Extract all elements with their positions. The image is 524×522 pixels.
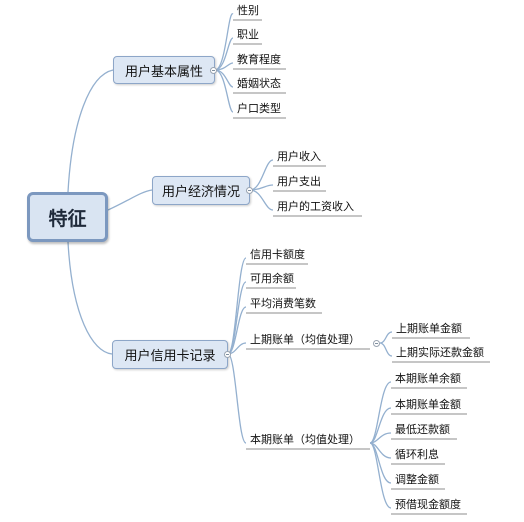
leaf-last-bill-amount[interactable]: 上期账单金额 <box>396 322 462 335</box>
leaf-last-actual-repayment[interactable]: 上期实际还款金额 <box>396 346 484 359</box>
leaf-marital-status[interactable]: 婚姻状态 <box>237 77 281 90</box>
edge-root-basic <box>67 69 114 193</box>
leaf-available-balance[interactable]: 可用余额 <box>250 272 294 285</box>
leaf-min-repayment[interactable]: 最低还款额 <box>395 423 450 436</box>
leaf-user-income[interactable]: 用户收入 <box>277 150 321 163</box>
leaf-cash-advance-limit[interactable]: 预借现金额度 <box>395 498 461 511</box>
collapse-toggle-icon[interactable] <box>246 187 253 194</box>
leaf-gender[interactable]: 性别 <box>237 4 259 17</box>
root-node[interactable]: 特征 <box>27 192 108 242</box>
leaf-this-bill-balance[interactable]: 本期账单余额 <box>395 372 461 385</box>
collapse-toggle-icon[interactable] <box>224 351 231 358</box>
leaf-credit-limit[interactable]: 信用卡额度 <box>250 248 305 261</box>
leaf-user-expense[interactable]: 用户支出 <box>277 175 321 188</box>
leaf-user-salary[interactable]: 用户的工资收入 <box>277 200 354 213</box>
leaf-last-bill[interactable]: 上期账单（均值处理） <box>250 333 360 346</box>
leaf-revolving-interest[interactable]: 循环利息 <box>395 448 439 461</box>
edge-root-credit <box>67 241 113 355</box>
leaf-education[interactable]: 教育程度 <box>237 53 281 66</box>
branch-basic-attributes[interactable]: 用户基本属性 <box>113 56 215 84</box>
leaf-avg-transactions[interactable]: 平均消费笔数 <box>250 297 316 310</box>
collapse-toggle-icon[interactable] <box>373 340 380 347</box>
branch-economic-status[interactable]: 用户经济情况 <box>152 176 250 205</box>
branch-credit-record[interactable]: 用户信用卡记录 <box>112 340 228 369</box>
leaf-adjustment-amount[interactable]: 调整金额 <box>395 473 439 486</box>
leaf-occupation[interactable]: 职业 <box>237 28 259 41</box>
leaf-household-type[interactable]: 户口类型 <box>237 102 281 115</box>
edge-root-economy <box>107 189 153 211</box>
collapse-toggle-icon[interactable] <box>210 67 217 74</box>
leaf-this-bill[interactable]: 本期账单（均值处理） <box>250 433 360 446</box>
leaf-this-bill-amount[interactable]: 本期账单金额 <box>395 398 461 411</box>
